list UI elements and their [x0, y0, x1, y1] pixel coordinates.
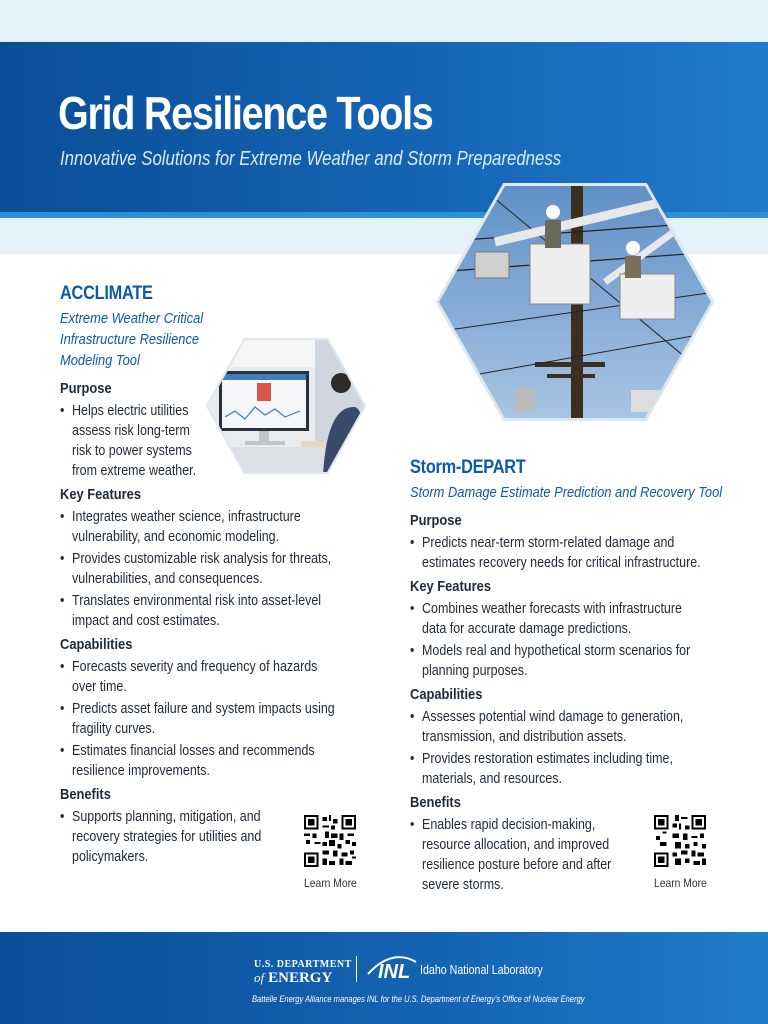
- footer-banner: [0, 932, 768, 1024]
- footer-note: Battelle Energy Alliance manages INL for…: [252, 994, 585, 1004]
- acclimate-title: ACCLIMATE: [60, 283, 153, 304]
- list-item: Combines weather forecasts with infrastr…: [410, 599, 707, 639]
- list-item: Translates environmental risk into asset…: [60, 591, 344, 631]
- storm-depart-qr-code-icon[interactable]: [654, 815, 706, 867]
- page-title: Grid Resilience Tools: [58, 87, 434, 139]
- inl-logo-icon: INL: [367, 956, 417, 982]
- svg-text:INL: INL: [378, 961, 410, 982]
- storm-depart-benefits-list: Enables rapid decision-making, resource …: [410, 815, 616, 895]
- doe-logo-line2: ENERGY: [268, 970, 333, 986]
- acclimate-benefits-heading: Benefits: [60, 786, 111, 803]
- acclimate-section: ACCLIMATE Extreme Weather Critical Infra…: [60, 282, 360, 869]
- page-subtitle: Innovative Solutions for Extreme Weather…: [60, 148, 562, 170]
- doe-logo-line1: U.S. DEPARTMENT: [254, 959, 352, 970]
- list-item: Integrates weather science, infrastructu…: [60, 507, 344, 547]
- list-item: Enables rapid decision-making, resource …: [410, 815, 616, 895]
- list-item: Provides customizable risk analysis for …: [60, 549, 344, 589]
- footer-divider: [356, 956, 357, 982]
- computer-screen-photo: [205, 338, 367, 474]
- acclimate-purpose-list: Helps electric utilities assess risk lon…: [60, 401, 198, 481]
- acclimate-purpose-heading: Purpose: [60, 380, 112, 397]
- acclimate-capabilities-list: Forecasts severity and frequency of haza…: [60, 657, 344, 781]
- doe-logo: U.S. DEPARTMENT of ENERGY: [254, 958, 352, 986]
- storm-depart-features-heading: Key Features: [410, 578, 492, 595]
- header-stripe: [0, 212, 768, 218]
- list-item: Helps electric utilities assess risk lon…: [60, 401, 198, 481]
- list-item: Estimates financial losses and recommend…: [60, 741, 344, 781]
- list-item: Models real and hypothetical storm scena…: [410, 641, 707, 681]
- storm-depart-capabilities-heading: Capabilities: [410, 686, 483, 703]
- list-item: Supports planning, mitigation, and recov…: [60, 807, 273, 867]
- acclimate-learn-more-link[interactable]: Learn More: [304, 876, 357, 890]
- list-item: Predicts asset failure and system impact…: [60, 699, 344, 739]
- inl-name: Idaho National Laboratory: [420, 962, 543, 977]
- storm-depart-features-list: Combines weather forecasts with infrastr…: [410, 599, 707, 681]
- list-item: Predicts near-term storm-related damage …: [410, 533, 720, 573]
- storm-depart-purpose-list: Predicts near-term storm-related damage …: [410, 533, 720, 573]
- acclimate-qr-code-icon[interactable]: [304, 815, 356, 867]
- acclimate-benefits-list: Supports planning, mitigation, and recov…: [60, 807, 273, 867]
- storm-depart-purpose-heading: Purpose: [410, 512, 462, 529]
- top-strip: [0, 0, 768, 42]
- storm-depart-learn-more-link[interactable]: Learn More: [654, 876, 707, 890]
- list-item: Provides restoration estimates including…: [410, 749, 707, 789]
- storm-depart-capabilities-list: Assesses potential wind damage to genera…: [410, 707, 707, 789]
- doe-logo-of: of: [254, 970, 265, 985]
- storm-depart-subtitle: Storm Damage Estimate Prediction and Rec…: [410, 484, 723, 501]
- acclimate-subtitle: Extreme Weather Critical Infrastructure …: [60, 310, 204, 369]
- list-item: Forecasts severity and frequency of haza…: [60, 657, 344, 697]
- list-item: Assesses potential wind damage to genera…: [410, 707, 707, 747]
- storm-depart-benefits-heading: Benefits: [410, 794, 461, 811]
- storm-depart-title: Storm-DEPART: [410, 457, 526, 478]
- acclimate-capabilities-heading: Capabilities: [60, 636, 133, 653]
- acclimate-features-list: Integrates weather science, infrastructu…: [60, 507, 344, 631]
- acclimate-features-heading: Key Features: [60, 486, 142, 503]
- lineworkers-photo: [435, 183, 715, 421]
- storm-depart-section: Storm-DEPART Storm Damage Estimate Predi…: [410, 456, 730, 897]
